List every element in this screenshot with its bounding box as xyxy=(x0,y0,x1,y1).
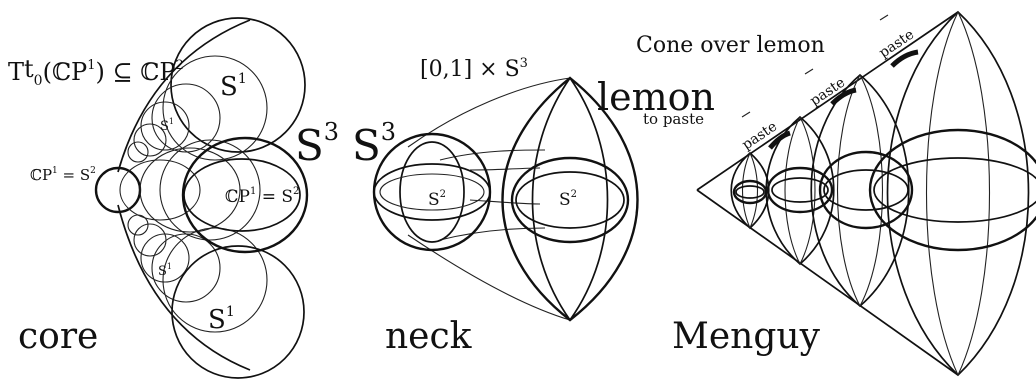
menguy-lemon-3 xyxy=(810,73,910,308)
s3-right-label: S3 xyxy=(352,118,396,170)
caption-neck: neck xyxy=(385,316,473,357)
tt-label: Tt0(ℂP1) ⊆ ℂP2 xyxy=(8,55,184,89)
menguy-equator-1 xyxy=(732,179,768,205)
center-cp1-label: ℂP1 = S2 xyxy=(225,186,299,207)
lower-chain-circle xyxy=(140,233,190,283)
tt-t: t xyxy=(24,55,34,83)
menguy-lemon-1-inner xyxy=(742,151,758,230)
neck-connector xyxy=(439,227,546,241)
lower-chain-circle xyxy=(162,227,268,333)
caption-core: core xyxy=(18,316,98,357)
center-cp1-ellipse xyxy=(181,136,309,254)
tt-T: T xyxy=(8,58,24,86)
lemon-label: lemon xyxy=(597,75,715,119)
menguy-equator-4 xyxy=(868,128,1036,252)
top-s1-circle xyxy=(170,17,306,153)
menguy-equator-1-inner xyxy=(735,185,765,199)
tt-subset: ) ⊆ ℂP xyxy=(96,58,176,86)
cone-title: Cone over lemon xyxy=(636,33,825,58)
hatch-tick xyxy=(741,111,751,118)
tt-sup2: 2 xyxy=(175,58,183,73)
paste-mark-2 xyxy=(830,87,857,106)
menguy-lemon-3-inner xyxy=(836,73,884,308)
bottom-s1-circle xyxy=(171,245,305,379)
lemon-equator-inner xyxy=(515,171,625,229)
left-cp1-label: ℂP1 = S2 xyxy=(30,166,96,184)
middle-ellipse xyxy=(119,159,201,221)
menguy-equator-3-inner xyxy=(823,169,909,211)
tt-cp: (ℂP xyxy=(43,58,88,86)
core-envelope xyxy=(117,19,251,371)
cone-lower-edge xyxy=(696,189,959,376)
neck-connector xyxy=(439,149,546,161)
paste-label-2: paste xyxy=(807,75,848,110)
menguy-lemon-2-inner xyxy=(784,115,816,266)
upper-small-s1-label: S1 xyxy=(160,117,174,134)
center-cp1-inner xyxy=(183,158,301,232)
neck-left-ellipse xyxy=(373,163,491,221)
middle-circle xyxy=(159,139,261,241)
paste-mark-3 xyxy=(890,49,919,68)
tt-sup1: 1 xyxy=(87,58,95,73)
middle-ellipse xyxy=(139,147,241,233)
menguy-equator-4-inner xyxy=(873,157,1036,223)
s3-left-label: S3 xyxy=(295,118,339,170)
neck-figure xyxy=(372,76,639,322)
upper-chain-circle xyxy=(133,123,167,157)
menguy-figure xyxy=(696,10,1036,377)
lemon-inner xyxy=(531,76,609,322)
to-paste-label: to paste xyxy=(643,110,704,128)
interval-label: [0,1] × S3 xyxy=(420,56,528,82)
menguy-equator-2-inner xyxy=(771,177,829,203)
core-figure xyxy=(94,17,309,379)
paste-mark-1 xyxy=(768,130,791,150)
lower-chain-circle xyxy=(133,223,167,257)
menguy-equator-3 xyxy=(818,150,914,230)
svg-text:Tt0(ℂP1) ⊆ ℂP2: Tt0(ℂP1) ⊆ ℂP2 xyxy=(8,55,184,89)
upper-chain-circle xyxy=(162,55,268,161)
neck-s2-right-label: S2 xyxy=(559,189,577,210)
caption-menguy: Menguy xyxy=(672,316,821,357)
neck-connector xyxy=(407,77,571,148)
hatch-tick xyxy=(879,14,889,21)
upper-chain-circle xyxy=(127,141,149,163)
upper-chain-circle xyxy=(140,101,190,151)
neck-left-ellipse xyxy=(399,141,465,243)
lower-small-s1-label: S1 xyxy=(158,262,172,279)
top-s1-label: S1 xyxy=(220,71,247,102)
hatch-tick xyxy=(804,68,814,75)
upper-chain-circle xyxy=(151,83,221,153)
neck-connector xyxy=(469,199,541,205)
lemon-equator xyxy=(510,156,630,244)
neck-s2-left-label: S2 xyxy=(428,189,446,210)
tt-zero: 0 xyxy=(34,73,43,89)
cone-upper-edge xyxy=(696,11,959,191)
bottom-s1-label: S1 xyxy=(208,304,235,335)
menguy-equator-2 xyxy=(766,166,834,214)
neck-connector xyxy=(407,234,571,321)
menguy-lemon-4-inner xyxy=(925,10,991,377)
neck-left-ellipse xyxy=(379,173,485,211)
